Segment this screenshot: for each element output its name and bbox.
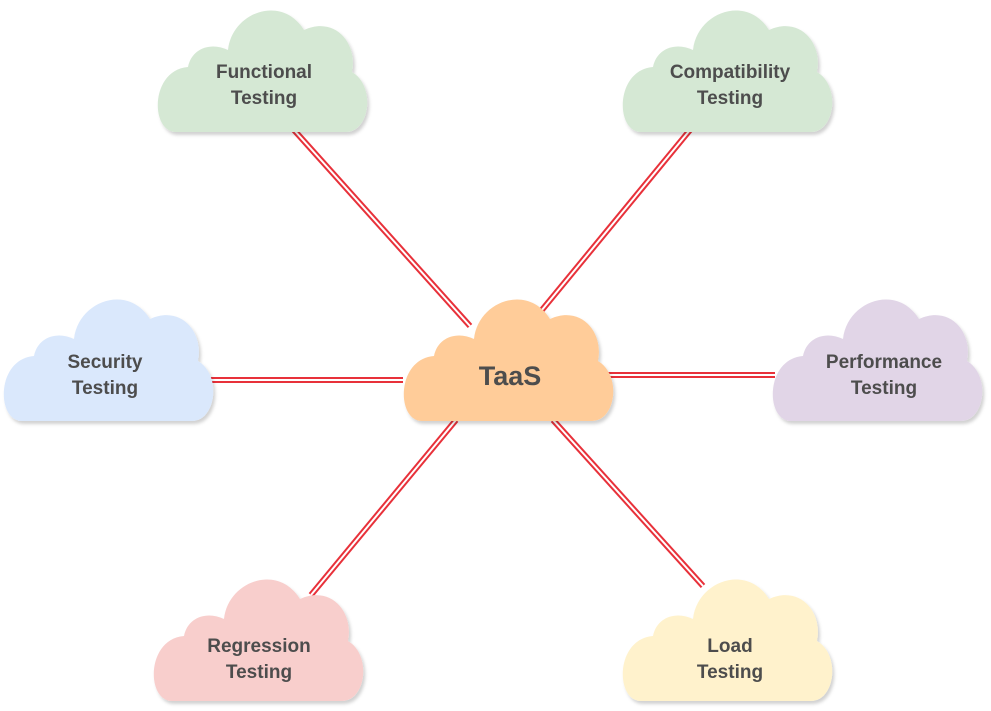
node-load-line2: Testing <box>696 662 764 683</box>
node-security-line2: Testing <box>71 378 139 399</box>
node-performance-label: Performance Testing <box>785 346 983 406</box>
node-performance-line2: Testing <box>850 378 918 399</box>
node-compatibility-label: Compatibility Testing <box>631 56 829 116</box>
connector-compatibility <box>534 128 693 318</box>
connectors <box>209 127 775 597</box>
node-functional-label: Functional Testing <box>166 56 362 116</box>
node-regression-line1: Regression <box>207 636 311 657</box>
node-functional-line2: Testing <box>230 88 298 109</box>
node-load-label: Load Testing <box>631 630 829 690</box>
node-functional-line1: Functional <box>215 62 313 83</box>
node-compatibility-line1: Compatibility <box>669 62 791 83</box>
node-compatibility-line2: Testing <box>696 88 764 109</box>
connector-regression <box>308 418 459 597</box>
node-regression-line2: Testing <box>225 662 293 683</box>
connector-load <box>550 417 706 589</box>
node-center-label: TaaS <box>410 352 610 400</box>
node-regression-label: Regression Testing <box>160 630 358 690</box>
node-center-text: TaaS <box>478 361 542 391</box>
node-security-line1: Security <box>67 352 143 373</box>
node-performance-line1: Performance <box>825 352 943 373</box>
node-security-label: Security Testing <box>6 346 204 406</box>
connector-functional <box>291 127 473 329</box>
node-load-line1: Load <box>707 636 753 657</box>
